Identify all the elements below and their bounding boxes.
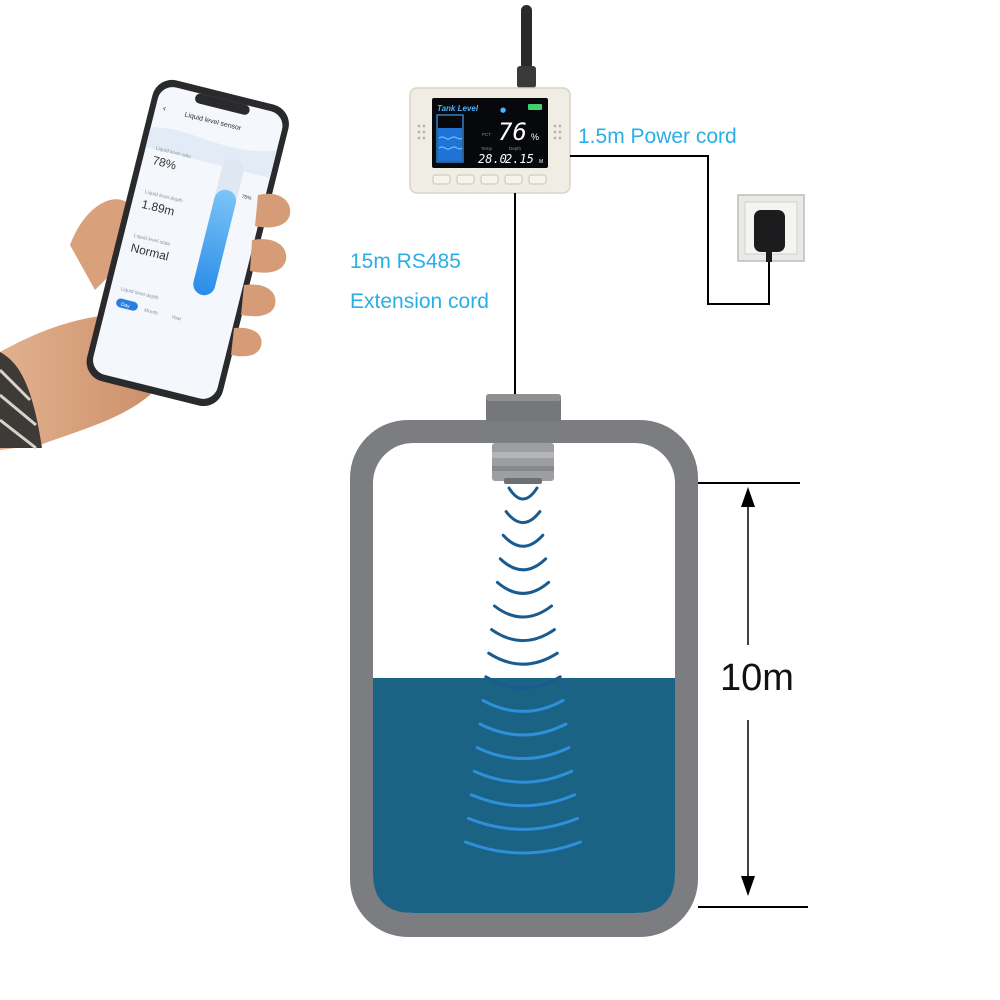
sleeve-stripe bbox=[0, 393, 37, 427]
ultrasonic-wave-arc bbox=[478, 722, 568, 737]
ultrasonic-wave-arc bbox=[484, 675, 562, 690]
sensor-probe-face bbox=[504, 478, 542, 484]
phone-tab-day-bg[interactable] bbox=[115, 298, 139, 312]
finger bbox=[231, 327, 262, 357]
controller-button-1[interactable] bbox=[432, 174, 451, 185]
lcd-tank-fill bbox=[438, 128, 462, 161]
phone-percent-value: 78% bbox=[151, 153, 178, 172]
phone-tab-year[interactable]: Year bbox=[171, 314, 183, 322]
lcd-temp-value: 28.0 bbox=[478, 152, 507, 166]
speaker-grille-right bbox=[553, 124, 562, 140]
sleeve-stripe bbox=[0, 418, 37, 450]
antenna-base bbox=[517, 66, 536, 88]
wall-socket bbox=[737, 194, 805, 262]
ultrasonic-wave-arc bbox=[487, 651, 559, 666]
ultrasonic-wave-arc bbox=[472, 769, 574, 784]
tank-height-label: 10m bbox=[720, 657, 794, 699]
ultrasonic-wave-arc bbox=[504, 510, 542, 525]
ultrasonic-wave-arc bbox=[464, 840, 582, 855]
lcd-depth-value: 2.15 bbox=[505, 152, 534, 166]
lcd-percent-unit: % bbox=[531, 132, 539, 142]
lcd-depth-label: Depth bbox=[509, 146, 522, 151]
ultrasonic-wave-arc bbox=[495, 580, 551, 595]
controller-button-2[interactable] bbox=[456, 174, 475, 185]
sensor-probe-band bbox=[492, 466, 554, 471]
lcd-percent-value: 76 bbox=[498, 118, 527, 146]
ultrasonic-wave-arc bbox=[469, 793, 577, 808]
finger bbox=[241, 284, 276, 317]
sensor-probe bbox=[492, 443, 554, 481]
phone-screen-wave bbox=[145, 127, 277, 178]
power-adapter bbox=[754, 210, 785, 252]
phone: Liquid level sensor ‹ Liquid level ratio… bbox=[86, 79, 289, 407]
ultrasonic-wave-arc bbox=[501, 533, 545, 548]
lcd-title: Tank Level bbox=[437, 104, 479, 113]
controller-button-3[interactable] bbox=[480, 174, 499, 185]
antenna bbox=[521, 5, 532, 70]
power-cord-label: 1.5m Power cord bbox=[578, 125, 737, 148]
hand-holding-phone: Liquid level sensor ‹ Liquid level ratio… bbox=[0, 79, 291, 450]
ultrasonic-wave-arc bbox=[498, 557, 548, 572]
sensor-probe-band bbox=[492, 452, 554, 458]
ultrasonic-wave-arc bbox=[466, 816, 580, 831]
adapter-cable bbox=[766, 250, 772, 262]
controller-unit: Tank Level ● 76 % PCT Temp Depth 28.0 2.… bbox=[409, 5, 571, 194]
ultrasonic-wave-arc bbox=[507, 486, 539, 501]
extension-cord-label: Extension cord bbox=[350, 290, 489, 313]
controller-button-5[interactable] bbox=[528, 174, 547, 185]
controller-button-4[interactable] bbox=[504, 174, 523, 185]
phone-back-icon: ‹ bbox=[161, 104, 167, 115]
dimension-arrowhead-down bbox=[741, 876, 755, 896]
height-dimension bbox=[698, 482, 808, 908]
sleeve-stripe bbox=[0, 368, 32, 402]
ultrasonic-wave-arc bbox=[490, 628, 556, 642]
drop-icon: ● bbox=[500, 106, 506, 114]
ultrasonic-wave-arc bbox=[493, 604, 553, 619]
sleeve bbox=[0, 352, 42, 448]
phone-notch bbox=[195, 93, 250, 115]
dimension-arrowhead-up bbox=[741, 487, 755, 507]
phone-level-bar-fill bbox=[193, 189, 237, 296]
phone-bar-label: 75% bbox=[241, 194, 253, 202]
finger bbox=[255, 193, 291, 228]
rs485-label: 15m RS485 bbox=[350, 250, 461, 273]
lcd-temp-label: Temp bbox=[481, 146, 493, 151]
ultrasonic-wave-arc bbox=[475, 746, 571, 761]
lcd-tank-wave bbox=[438, 146, 463, 150]
lcd-tank-outline bbox=[436, 114, 464, 163]
sensor-housing-top bbox=[486, 394, 561, 401]
power-cord bbox=[570, 155, 770, 305]
phone-tab-day[interactable]: Day bbox=[120, 302, 131, 310]
battery-icon bbox=[528, 104, 542, 110]
finger bbox=[250, 239, 287, 273]
ultrasonic-waves bbox=[464, 486, 582, 855]
ultrasonic-wave-arc bbox=[481, 698, 565, 713]
tank-water bbox=[373, 678, 675, 913]
lcd-tank-wave bbox=[438, 136, 463, 140]
tank bbox=[350, 394, 698, 937]
lcd-pct-label: PCT bbox=[482, 132, 491, 137]
phone-tab-month[interactable]: Month bbox=[143, 308, 158, 317]
lcd-depth-unit: M bbox=[539, 159, 543, 165]
speaker-grille-left bbox=[417, 124, 426, 140]
